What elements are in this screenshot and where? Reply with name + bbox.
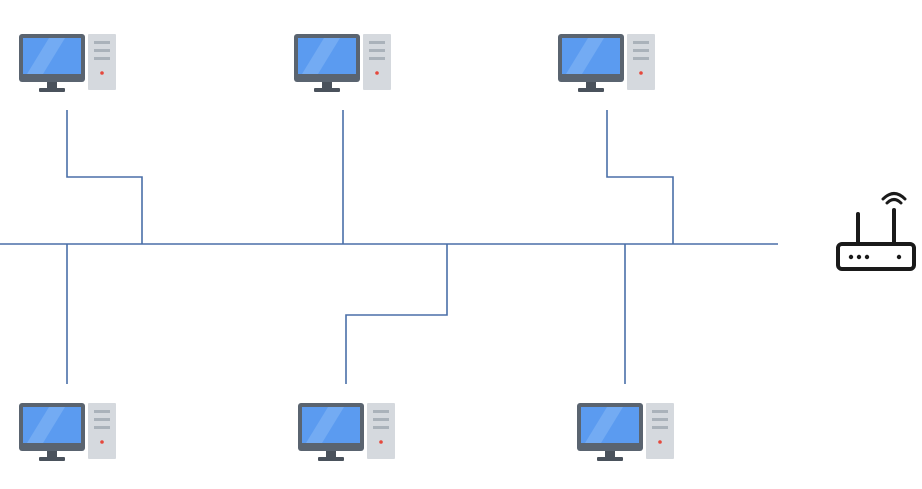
computer-icon (558, 34, 655, 92)
computer-icon (19, 34, 116, 92)
computer-icon (577, 403, 674, 461)
wifi-router-icon (836, 192, 916, 271)
drop-cable-bottom-2 (345, 244, 448, 384)
bus-cable (0, 110, 778, 384)
computer-icon (294, 34, 391, 92)
drop-cable-top-1 (66, 110, 143, 244)
computer-icon (19, 403, 116, 461)
drop-cable-top-3 (606, 110, 674, 244)
computer-icon (298, 403, 395, 461)
